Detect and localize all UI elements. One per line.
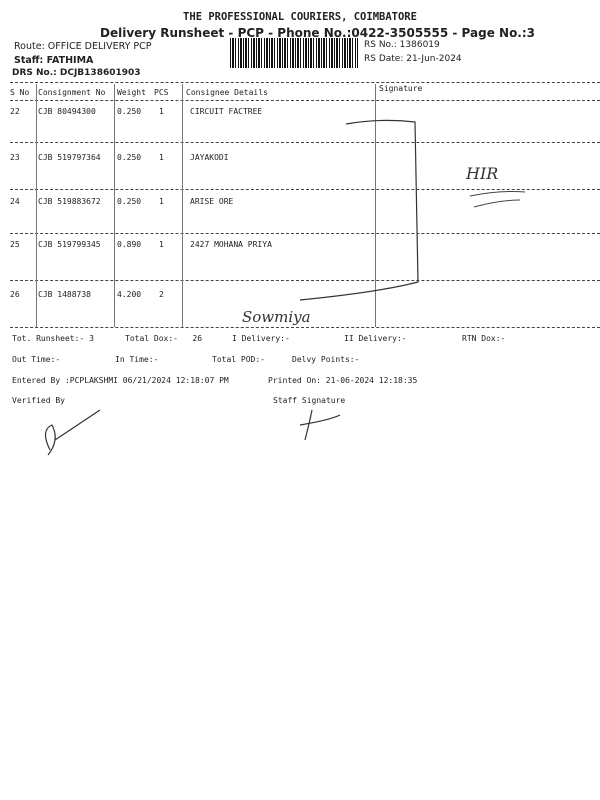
route: Route: OFFICE DELIVERY PCP: [14, 41, 152, 52]
col-consignee: Consignee Details: [186, 88, 268, 97]
divider: [10, 280, 600, 281]
drs-number: DRS No.: DCJB138601903: [12, 68, 141, 78]
cell-sno: 22: [10, 107, 20, 116]
rs-date: RS Date: 21-Jun-2024: [364, 54, 462, 64]
cell-weight: 0.250: [117, 153, 142, 162]
cell-pcs: 1: [159, 153, 164, 162]
col-signature: Signature: [379, 84, 423, 93]
company-title: THE PROFESSIONAL COURIERS, COIMBATORE: [183, 11, 417, 23]
column-line: [182, 84, 183, 327]
col-consignment: Consignment No: [38, 88, 106, 97]
cell-pcs: 1: [159, 240, 164, 249]
barcode: [230, 38, 358, 68]
out-time: Out Time:-: [12, 355, 61, 364]
column-line: [114, 84, 115, 327]
staff: Staff: FATHIMA: [14, 55, 94, 66]
col-pcs: PCS: [154, 88, 169, 97]
total-dox: Total Dox:- 26: [125, 334, 203, 343]
cell-consignment: CJB 80494300: [38, 107, 96, 116]
cell-consignment: CJB 519797364: [38, 153, 101, 162]
staff-signature: Staff Signature: [273, 396, 346, 405]
receiver-signature: Sowmiya: [242, 308, 311, 326]
cell-sno: 26: [10, 290, 20, 299]
divider: [10, 189, 600, 190]
total-pod: Total POD:-: [212, 355, 265, 364]
entered-by: Entered By :PCPLAKSHMI 06/21/2024 12:18:…: [12, 376, 229, 385]
cell-consignee: 2427 MOHANA PRIYA: [190, 240, 272, 249]
cell-consignee: JAYAKODI: [190, 153, 229, 162]
divider: [10, 327, 600, 328]
col-weight: Weight: [117, 88, 146, 97]
rs-number: RS No.: 1386019: [364, 40, 440, 50]
verified-by: Verified By: [12, 396, 65, 405]
divider: [10, 142, 600, 143]
divider: [10, 100, 600, 101]
column-line: [375, 84, 376, 327]
cell-consignment: CJB 519799345: [38, 240, 101, 249]
rtn-dox: RTN Dox:-: [462, 334, 506, 343]
cell-weight: 0.890: [117, 240, 142, 249]
cell-sno: 23: [10, 153, 20, 162]
column-line: [36, 84, 37, 327]
i-delivery: I Delivery:-: [232, 334, 290, 343]
divider: [10, 233, 600, 234]
cell-pcs: 1: [159, 197, 164, 206]
cell-weight: 4.200: [117, 290, 142, 299]
handwritten-mark: HIR: [466, 164, 499, 183]
cell-sno: 24: [10, 197, 20, 206]
tot-runsheet: Tot. Runsheet:- 3: [12, 334, 94, 343]
cell-consignee: ARISE ORE: [190, 197, 234, 206]
col-sno: S No: [10, 88, 30, 97]
runsheet-title: Delivery Runsheet - PCP - Phone No.:0422…: [100, 26, 536, 40]
cell-pcs: 2: [159, 290, 164, 299]
cell-weight: 0.250: [117, 197, 142, 206]
cell-consignment: CJB 519883672: [38, 197, 101, 206]
printed-on: Printed On: 21-06-2024 12:18:35: [268, 376, 418, 385]
delvy-points: Delvy Points:-: [292, 355, 360, 364]
cell-sno: 25: [10, 240, 20, 249]
ii-delivery: II Delivery:-: [344, 334, 407, 343]
cell-consignee: CIRCUIT FACTREE: [190, 107, 263, 116]
cell-consignment: CJB 1488738: [38, 290, 91, 299]
divider: [10, 82, 600, 83]
cell-pcs: 1: [159, 107, 164, 116]
cell-weight: 0.250: [117, 107, 142, 116]
in-time: In Time:-: [115, 355, 159, 364]
